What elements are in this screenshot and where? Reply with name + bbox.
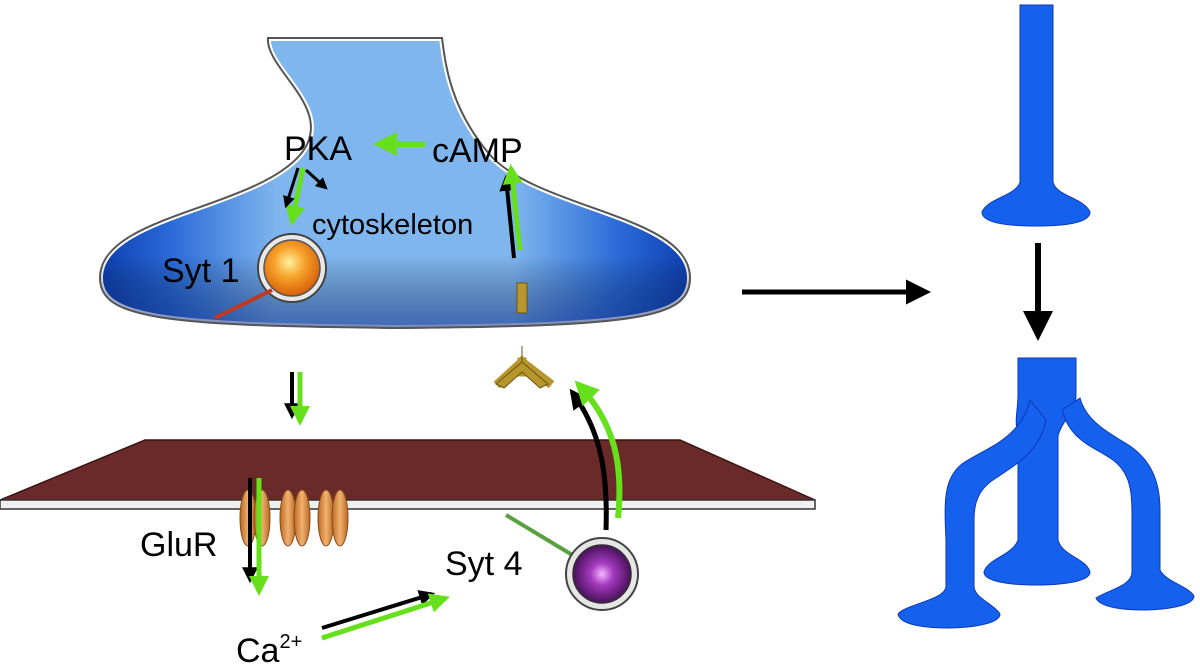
calcium-base: Ca — [236, 632, 280, 670]
postsynaptic-membrane — [0, 439, 816, 510]
pka-label: PKA — [284, 130, 352, 168]
neuron-single-branch — [981, 4, 1091, 227]
calcium-to-syt4-green-arrow — [321, 593, 450, 641]
calcium-label: Ca2+ — [236, 631, 302, 670]
glur-label: GluR — [140, 526, 217, 564]
syt4-to-receptor-green-arrow — [574, 380, 623, 519]
pka-to-syt1-green-arrow — [285, 167, 306, 226]
syt1-label: Syt 1 — [162, 252, 239, 290]
syt4-tether — [504, 513, 576, 558]
syt1-tether — [214, 288, 273, 320]
calcium-to-syt4-black-arrow — [321, 590, 436, 630]
pka-to-syt1-black-arrow — [283, 167, 300, 209]
camp-label: cAMP — [432, 132, 523, 170]
pka-to-cytoskeleton-arrow — [304, 168, 328, 190]
syt4-label: Syt 4 — [445, 545, 522, 583]
syt4-vesicle — [565, 537, 639, 611]
syt1-vesicle — [257, 233, 327, 303]
cytoskeleton-label: cytoskeleton — [312, 209, 473, 241]
neuron-branched — [897, 357, 1195, 629]
receptor-to-camp-black-arrow — [499, 174, 516, 259]
calcium-charge: 2+ — [279, 631, 302, 653]
receptor-to-camp-green-arrow — [502, 164, 523, 251]
glur-channel — [239, 489, 349, 547]
presynaptic-receptor — [493, 282, 555, 389]
